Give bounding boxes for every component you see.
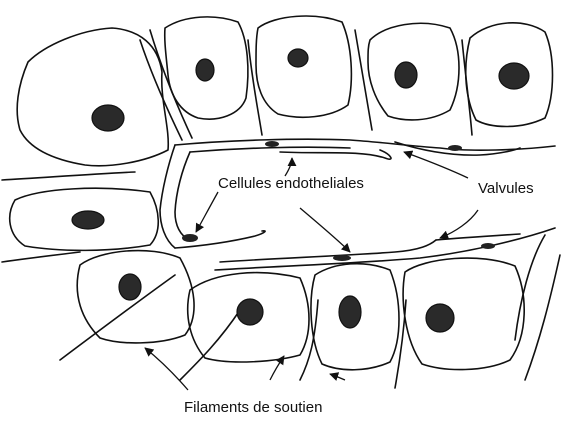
endothelial-nucleus (481, 243, 495, 249)
nucleus (426, 304, 454, 332)
nucleus (339, 296, 361, 328)
endothelial-nucleus (448, 145, 462, 151)
nucleus (395, 62, 417, 88)
supporting-filament (140, 40, 182, 140)
tissue-cell (403, 258, 524, 370)
nucleus (237, 299, 263, 325)
label-valves: Valvules (478, 180, 534, 197)
capillary-upper-wall-inner (190, 147, 350, 152)
supporting-filament (515, 235, 545, 340)
endothelial-nucleus (182, 234, 198, 242)
capillary-left-wall-inner (175, 152, 190, 240)
nucleus (288, 49, 308, 67)
capillary-left-wall (160, 145, 175, 248)
endothelial-nucleus (265, 141, 279, 147)
arrow-valves-2 (440, 210, 478, 238)
nucleus (499, 63, 529, 89)
supporting-filament (525, 255, 560, 380)
supporting-filament (2, 172, 135, 180)
arrow-endothelial-1 (196, 192, 218, 232)
supporting-filament (248, 40, 262, 135)
label-endothelial-cells: Cellules endotheliales (218, 175, 364, 192)
arrow-endothelial-2 (285, 158, 292, 176)
endothelial-nucleus (333, 255, 351, 261)
nucleus (119, 274, 141, 300)
supporting-filament (2, 252, 80, 262)
tissue-cell (256, 16, 351, 117)
endothelial-flap-top (280, 150, 391, 159)
arrow-endothelial-3 (300, 208, 350, 252)
arrow-valves-1 (404, 152, 468, 178)
nucleus (72, 211, 104, 229)
tissue-cell (17, 28, 168, 166)
arrow-filament-1 (145, 348, 188, 390)
label-supporting-filaments: Filaments de soutien (184, 399, 322, 416)
arrow-filament-3 (330, 374, 345, 380)
nucleus (92, 105, 124, 131)
nucleus (196, 59, 214, 81)
